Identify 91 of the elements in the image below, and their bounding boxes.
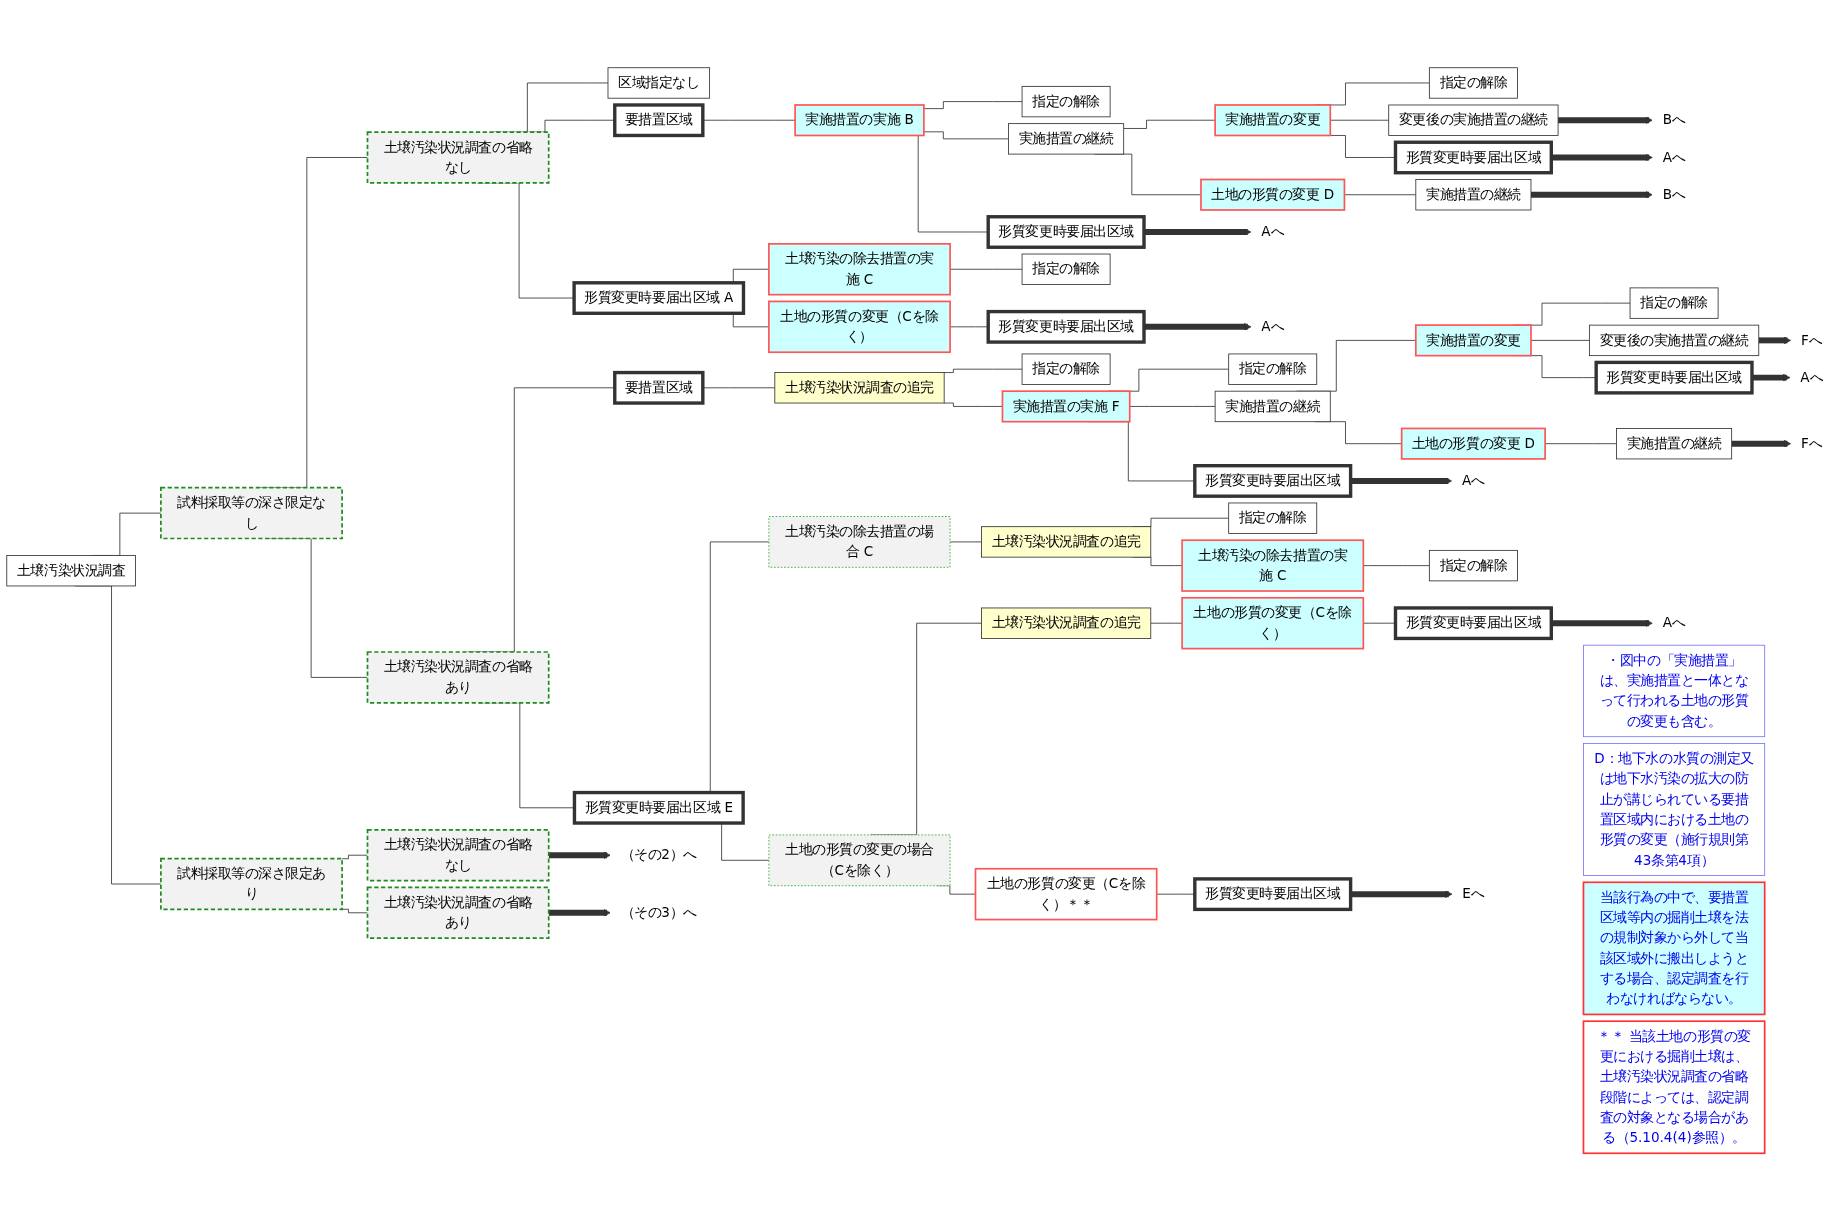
node-box: 指定の解除 [1021, 353, 1111, 385]
node-box: 試料採取等の深さ限定あり [160, 857, 343, 911]
node-box: 土壌汚染状況調査の省略なし [366, 131, 550, 184]
node-text: Bへ [1662, 111, 1686, 128]
node-box: 土地の形質の変更の場合（Cを除く） [768, 834, 951, 887]
node-box: 土壌汚染の除去措置の実施 C [768, 243, 951, 296]
node-box: 実施措置の継続 [1214, 390, 1331, 423]
node-box: 土壌汚染の除去措置の実施 C [1181, 539, 1365, 592]
node-text: Aへ [1662, 614, 1686, 631]
node-box: 土壌汚染状況調査の省略あり [366, 886, 550, 940]
node-text: Eへ [1462, 885, 1485, 902]
node-box: 要措置区域 [613, 370, 705, 405]
connector [1150, 622, 1183, 624]
node-box: 形質変更時要届出区域 A [572, 281, 746, 315]
node-box: 指定の解除 [1021, 253, 1111, 285]
arrow [1551, 153, 1653, 162]
connector [1530, 339, 1590, 341]
connector [341, 908, 368, 914]
node-box: 実施措置の継続 [1008, 123, 1125, 155]
node-box: 要措置区域 [613, 103, 705, 138]
node-box: 土地の形質の変更 D [1200, 178, 1346, 211]
connector [341, 854, 368, 860]
node-box: 土壌汚染状況調査の追完 [981, 607, 1152, 639]
node-box: 形質変更時要届出区域 E [572, 790, 745, 825]
node-box: ＊＊ 当該土地の形質の変更における掘削土壌は、土壌汚染状況調査の省略段階によっては、認定調査の対象となる場合がある（5.10.4(4)参照）。 [1582, 1020, 1766, 1155]
node-text: Aへ [1261, 223, 1285, 240]
node-box: ・図中の「実施措置」は、実施措置と一体となって行われる土地の形質の変更も含む。 [1583, 644, 1766, 738]
arrow [1350, 890, 1453, 898]
node-box: 実施措置の実施 B [794, 104, 925, 137]
node-box: 指定の解除 [1428, 549, 1518, 582]
node-box: 土壌汚染状況調査の省略あり [366, 651, 550, 704]
node-text: （その2）へ [620, 846, 697, 863]
node-text: Bへ [1662, 186, 1686, 203]
node-box: 土壌汚染状況調査の追完 [774, 372, 945, 404]
arrow [1530, 191, 1653, 199]
node-box: 形質変更時要届出区域 [1594, 360, 1754, 395]
node-box: 土壌汚染状況調査の追完 [981, 526, 1152, 558]
node-box: 指定の解除 [1629, 287, 1719, 319]
node-box: 実施措置の実施 F [1001, 390, 1131, 423]
node-box: 土地の形質の変更（Cを除く） [768, 300, 951, 354]
connector [923, 131, 1009, 140]
node-box: 土地の形質の変更 D [1400, 427, 1546, 460]
node-text: Aへ [1261, 318, 1285, 335]
node-box: 土地の形質の変更（Cを除く）＊＊ [974, 867, 1158, 921]
node-box: 形質変更時要届出区域 [986, 309, 1146, 344]
arrow [1144, 323, 1252, 331]
node-box: 指定の解除 [1228, 502, 1318, 534]
node-box: D：地下水の水質の測定又は地下水汚染の拡大の防止が講じられている要措置区域内における土地の形質の変更（施行規則第43条第4項） [1583, 743, 1766, 876]
node-box: 実施措置の変更 [1414, 324, 1532, 357]
node-box: 土地の形質の変更（Cを除く） [1181, 596, 1365, 650]
node-text: Aへ [1461, 472, 1485, 489]
connector [923, 101, 1023, 110]
node-box: 形質変更時要届出区域 [1193, 464, 1353, 498]
node-box: 指定の解除 [1428, 67, 1518, 99]
node-box: 土壌汚染状況調査 [6, 555, 136, 587]
arrow [1731, 439, 1792, 448]
node-box: 変更後の実施措置の継続 [1588, 324, 1760, 357]
node-text: Aへ [1662, 149, 1686, 166]
node-box: 形質変更時要届出区域 [1393, 606, 1553, 641]
node-box: 形質変更時要届出区域 [1393, 140, 1553, 175]
connector [949, 541, 982, 543]
node-box: 指定の解除 [1021, 85, 1111, 118]
arrow [1144, 228, 1252, 236]
connector [1129, 406, 1216, 407]
node-text: Aへ [1800, 369, 1824, 386]
arrow [548, 851, 611, 859]
node-box: 実施措置の継続 [1415, 179, 1532, 211]
node-box: 実施措置の継続 [1616, 428, 1733, 460]
arrow [1758, 336, 1792, 345]
arrow [1551, 619, 1653, 627]
node-text: Fへ [1800, 435, 1823, 452]
arrow [1350, 477, 1453, 485]
connector [943, 368, 1023, 373]
arrow [1558, 116, 1653, 124]
connector [943, 402, 1003, 407]
arrow [1752, 373, 1791, 382]
node-box: 実施措置の変更 [1214, 104, 1332, 137]
node-box: 区域指定なし [607, 67, 711, 99]
node-text: Fへ [1800, 331, 1823, 348]
node-box: 当該行為の中で、要措置区域等内の掘削土壌を法の規制対象から外して当該区域外に搬出しようとする場合、認定調査を行わなければならない。 [1582, 881, 1766, 1016]
node-box: 土壌汚染の除去措置の場合 C [768, 516, 951, 568]
node-box: 土壌汚染状況調査の省略なし [366, 828, 550, 882]
node-box: 形質変更時要届出区域 [986, 215, 1146, 249]
node-box: 試料採取等の深さ限定なし [160, 486, 343, 540]
connector [1123, 119, 1216, 129]
node-box: 変更後の実施措置の継続 [1388, 104, 1559, 136]
arrow [548, 909, 611, 917]
node-box: 形質変更時要届出区域 [1193, 877, 1353, 912]
node-text: （その3）へ [620, 904, 697, 921]
node-box: 指定の解除 [1228, 353, 1318, 385]
connector [1344, 194, 1417, 196]
